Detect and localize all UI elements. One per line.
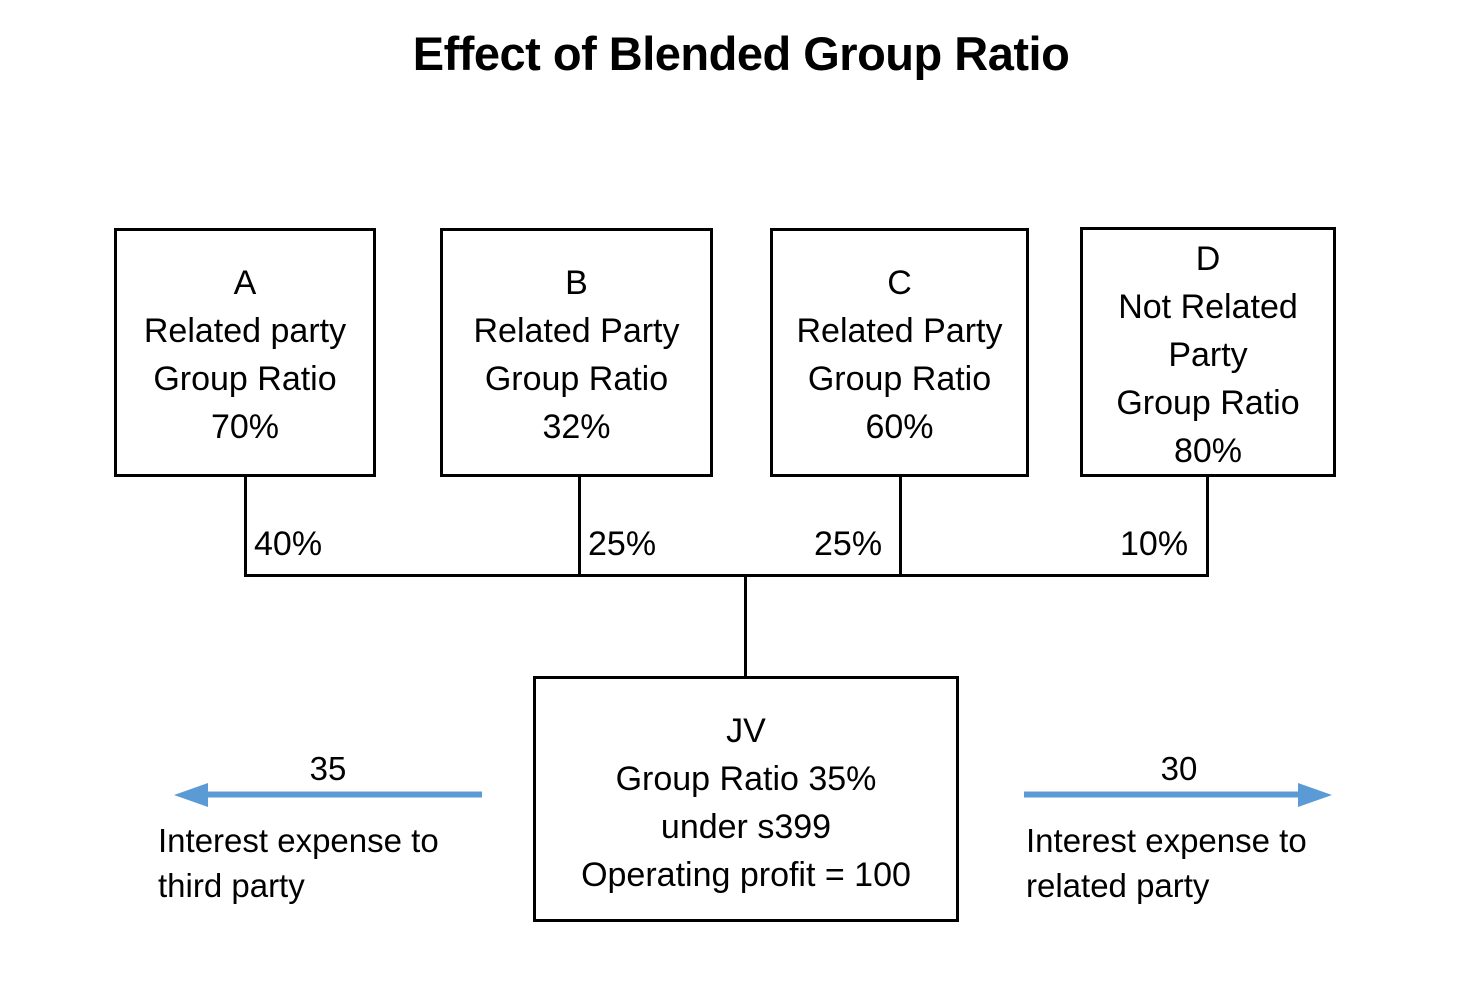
node-jv-line1: JV [726, 712, 766, 750]
node-c-line3: Group Ratio [807, 360, 992, 398]
right-flow-value: 30 [1160, 750, 1198, 787]
node-box-a[interactable]: A Related party Group Ratio 70% [114, 228, 376, 477]
node-c-line1: C [887, 264, 912, 302]
right-flow-caption-line2: related party [1026, 867, 1210, 904]
edge-label-d: 10% [1120, 525, 1189, 563]
edge-label-a: 40% [254, 525, 323, 563]
connector-drop-b [578, 477, 581, 577]
node-box-d[interactable]: D Not Related Party Group Ratio 80% [1080, 227, 1336, 477]
node-jv-line3: under s399 [660, 808, 832, 846]
edge-label-c: 25% [814, 525, 883, 563]
node-b-line1: B [565, 264, 588, 302]
node-jv-line4: Operating profit = 100 [581, 856, 911, 894]
node-b-line2: Related Party [473, 312, 680, 350]
right-flow-arrow-icon [1024, 783, 1332, 807]
node-c-line2: Related Party [796, 312, 1003, 350]
node-d-line2: Not Related [1118, 288, 1298, 326]
node-c-line4: 60% [865, 408, 934, 446]
connector-drop-c [899, 477, 902, 577]
node-a-line3: Group Ratio [153, 360, 337, 398]
connector-drop-a [244, 477, 247, 577]
node-a-line2: Related party [143, 312, 347, 350]
page-title: Effect of Blended Group Ratio [412, 27, 1070, 80]
right-flow-caption-line1: Interest expense to [1026, 822, 1307, 859]
node-d-line5: 80% [1173, 432, 1243, 470]
connector-bus [244, 574, 1209, 577]
node-a-line4: 70% [210, 408, 280, 446]
node-a-line1: A [233, 264, 257, 302]
right-flow-caption: Interest expense to related party [1026, 818, 1307, 908]
node-box-c[interactable]: C Related Party Group Ratio 60% [770, 228, 1029, 477]
node-d-line4: Group Ratio [1116, 384, 1300, 422]
left-flow-arrow-icon [174, 783, 482, 807]
node-b-line4: 32% [542, 408, 611, 446]
left-flow-caption-line2: third party [158, 867, 305, 904]
node-b-line3: Group Ratio [484, 360, 669, 398]
node-d-line3: Party [1168, 336, 1248, 374]
node-box-jv[interactable]: JV Group Ratio 35% under s399 Operating … [533, 676, 959, 922]
left-flow-value: 35 [309, 750, 347, 787]
connector-drop-jv [744, 574, 747, 678]
connector-drop-d [1206, 477, 1209, 577]
node-box-b[interactable]: B Related Party Group Ratio 32% [440, 228, 713, 477]
left-flow-caption-line1: Interest expense to [158, 822, 439, 859]
left-flow-caption: Interest expense to third party [158, 818, 439, 908]
node-jv-line2: Group Ratio 35% [615, 760, 877, 798]
edge-label-b: 25% [588, 525, 657, 563]
node-d-line1: D [1195, 240, 1221, 278]
